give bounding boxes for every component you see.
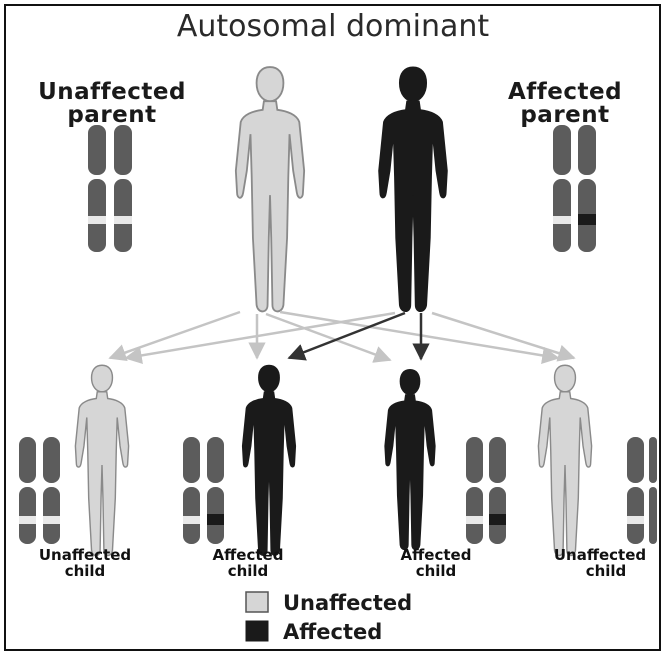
- child-label-2: Affected child: [213, 546, 284, 580]
- allele-mutant: [578, 214, 596, 225]
- child-label-1: Unaffected child: [39, 546, 131, 580]
- arrows-from-affected-parent: [126, 313, 574, 359]
- child-label-3: Affected child: [401, 546, 472, 580]
- affected-child-figure: [385, 370, 435, 550]
- parent-label-affected: Affected parent: [508, 79, 622, 128]
- child-label-line2: child: [416, 562, 457, 580]
- child-label-line2: child: [228, 562, 269, 580]
- legend-swatch-affected: [246, 621, 268, 641]
- parent-label-unaffected: Unaffected parent: [38, 79, 186, 128]
- arrows-from-unaffected-parent: [110, 312, 558, 360]
- legend-label-unaffected: Unaffected: [283, 591, 412, 615]
- chromosome-pair-child-3: [466, 437, 506, 544]
- unaffected-parent-figure: [236, 67, 304, 311]
- allele-normal: [88, 216, 106, 224]
- legend-swatch-unaffected: [246, 592, 268, 612]
- allele-normal: [183, 516, 200, 524]
- chromosome-pair-child-1: [19, 437, 60, 544]
- parent-label-line2: parent: [67, 102, 156, 128]
- allele-normal: [466, 516, 483, 524]
- allele-mutant: [489, 514, 506, 525]
- child-label-4: Unaffected child: [554, 546, 646, 580]
- child-label-line2: child: [65, 562, 106, 580]
- unaffected-child-figure: [75, 365, 128, 555]
- affected-child-figure: [242, 365, 295, 555]
- allele-normal: [19, 516, 36, 524]
- chromosome-pair-child-2: [183, 437, 224, 544]
- child-label-line2: child: [586, 562, 627, 580]
- legend: Unaffected Affected: [246, 591, 412, 644]
- allele-normal: [553, 216, 571, 224]
- chromosome-pair-affected-parent: [553, 125, 596, 252]
- allele-mutant: [207, 514, 224, 525]
- parent-label-line2: parent: [520, 102, 609, 128]
- chromosome-pair-unaffected-parent: [88, 125, 132, 252]
- allele-normal: [114, 216, 132, 224]
- legend-label-affected: Affected: [283, 620, 382, 644]
- allele-normal: [43, 516, 60, 524]
- diagram-title: Autosomal dominant: [177, 9, 489, 44]
- chromosome-pair-child-4: [627, 437, 657, 544]
- unaffected-child-figure: [538, 365, 591, 555]
- affected-parent-figure: [379, 67, 447, 311]
- allele-normal: [627, 516, 644, 524]
